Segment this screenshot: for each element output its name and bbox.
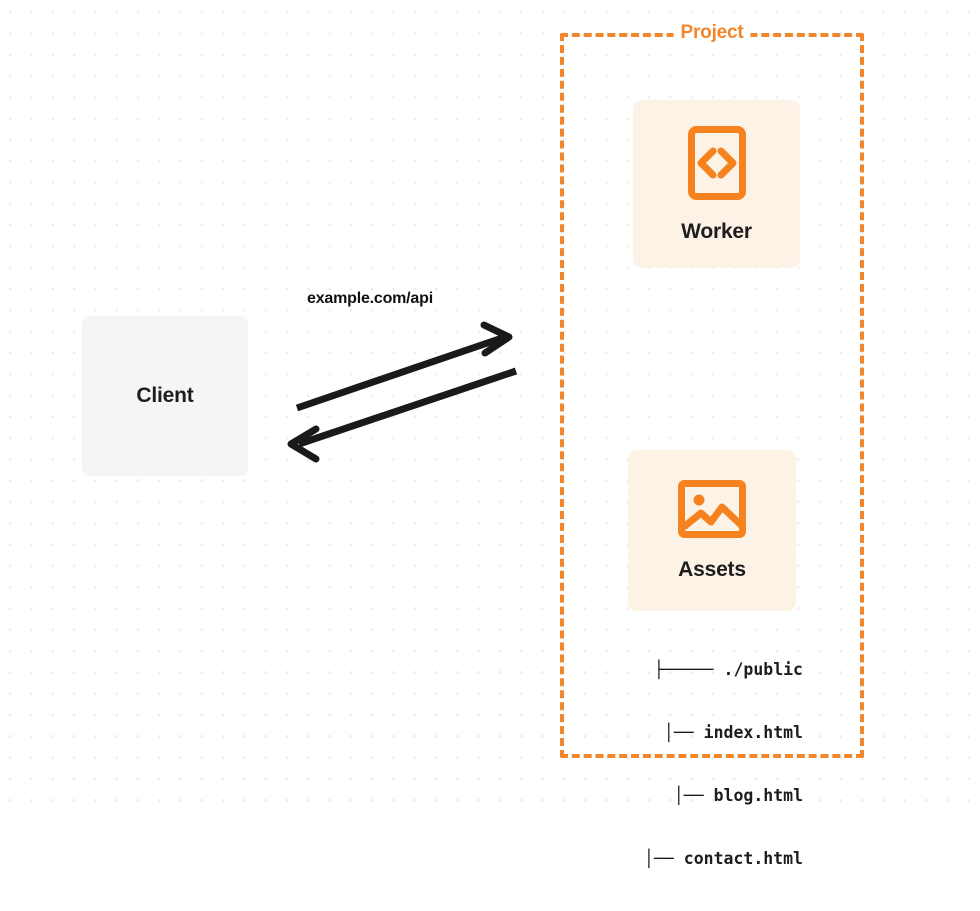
arrow-left-icon <box>287 367 518 463</box>
tree-row: │── blog.html <box>673 786 803 805</box>
tree-row: │── index.html <box>663 723 803 742</box>
worker-label: Worker <box>681 219 752 243</box>
project-title: Project <box>673 22 751 44</box>
asset-file-tree: ├───── ./public │── index.html │── blog.… <box>560 617 803 911</box>
tree-row: │── contact.html <box>644 849 803 868</box>
assets-node[interactable]: Assets <box>628 450 796 611</box>
worker-node[interactable]: Worker <box>633 100 800 268</box>
diagram-canvas: Client example.com/api Project Worker <box>0 0 980 868</box>
tree-row: ├───── ./public <box>653 660 803 679</box>
code-brackets-icon <box>687 125 747 206</box>
arrow-right-icon <box>295 321 513 412</box>
assets-label: Assets <box>678 558 746 581</box>
connection-label: example.com/api <box>307 290 433 307</box>
image-icon <box>677 479 747 544</box>
client-node[interactable]: Client <box>82 316 248 476</box>
project-container: Project <box>560 22 864 758</box>
client-label: Client <box>136 384 194 407</box>
